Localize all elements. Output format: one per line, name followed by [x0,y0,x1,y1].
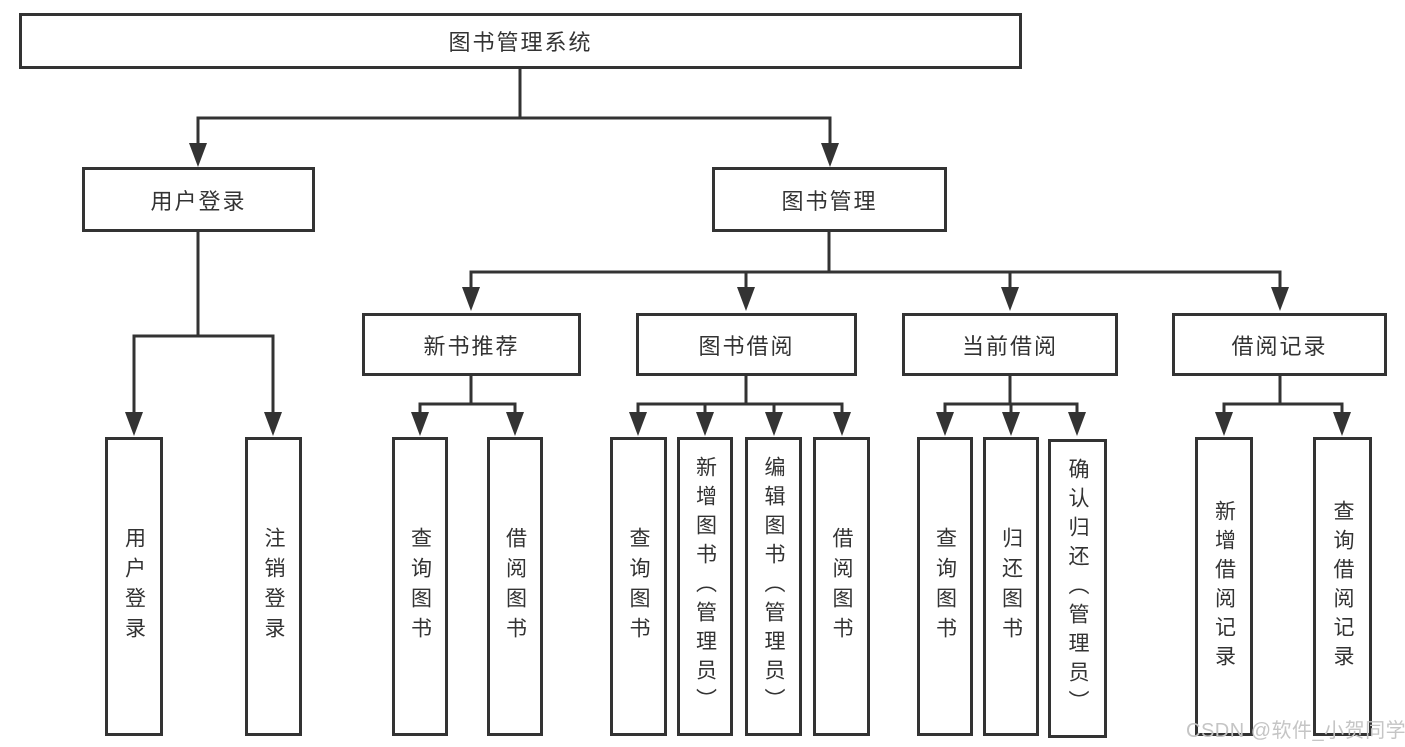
arrow-down-icon [1002,412,1020,436]
connector-borrow-records-branch [1215,376,1351,436]
node-label: 编辑图书（管理员） [762,456,785,717]
arrow-down-icon [821,143,839,167]
node-label: 归还图书 [999,526,1023,647]
node-book-borrow: 图书借阅 [636,313,857,376]
connector-book-borrow-branch [629,376,851,436]
arrow-down-icon [629,412,647,436]
arrow-down-icon [189,143,207,167]
node-label: 查询借阅记录 [1331,499,1354,674]
arrow-down-icon [1215,412,1233,436]
leaf-return-books: 归还图书 [983,437,1039,736]
arrow-down-icon [462,287,480,311]
node-label: 借阅记录 [1231,333,1328,359]
leaf-query-books: 查询图书 [610,437,667,736]
arrow-down-icon [1333,412,1351,436]
node-user-login: 用户登录 [82,167,315,232]
arrow-down-icon [264,412,282,436]
node-label: 新增借阅记录 [1212,499,1236,674]
arrow-down-icon [411,412,429,436]
arrow-down-icon [737,287,755,311]
leaf-add-borrow-record: 新增借阅记录 [1195,437,1253,736]
node-library-management-system: 图书管理系统 [19,13,1022,69]
node-label: 新增图书（管理员） [693,456,717,717]
leaf-edit-books-admin: 编辑图书（管理员） [745,437,802,736]
leaf-query-books: 查询图书 [917,437,973,736]
leaf-borrow-books: 借阅图书 [487,437,543,736]
node-label: 确认归还（管理员） [1066,458,1089,719]
node-label: 借阅图书 [503,526,527,647]
leaf-confirm-return-admin: 确认归还（管理员） [1048,439,1107,738]
arrow-down-icon [765,412,783,436]
node-label: 用户登录 [150,188,247,214]
node-label: 新书推荐 [423,333,520,359]
leaf-add-books-admin: 新增图书（管理员） [677,437,733,736]
node-label: 查询图书 [627,526,650,647]
node-label: 注销登录 [262,526,285,647]
node-label: 用户登录 [122,526,146,647]
node-current-borrow: 当前借阅 [902,313,1118,376]
connector-book-management-branch [462,232,1289,311]
connector-user-login-branch [125,232,282,436]
node-label: 查询图书 [408,526,432,647]
node-new-book-recommend: 新书推荐 [362,313,581,376]
connector-current-borrow-branch [936,376,1086,436]
node-borrow-records: 借阅记录 [1172,313,1387,376]
arrow-down-icon [1271,287,1289,311]
node-label: 图书管理 [781,188,878,214]
node-label: 图书借阅 [698,333,795,359]
connector-root-to-level2 [189,69,839,167]
leaf-user-login: 用户登录 [105,437,163,736]
leaf-query-borrow-record: 查询借阅记录 [1313,437,1372,736]
leaf-query-books: 查询图书 [392,437,448,736]
arrow-down-icon [1068,412,1086,436]
arrow-down-icon [506,412,524,436]
node-label: 图书管理系统 [448,30,593,55]
leaf-logout: 注销登录 [245,437,302,736]
node-book-management: 图书管理 [712,167,947,232]
watermark: CSDN @软件_小贺同学 [1186,720,1405,742]
arrow-down-icon [125,412,143,436]
arrow-down-icon [833,412,851,436]
arrow-down-icon [696,412,714,436]
node-label: 当前借阅 [961,333,1058,359]
node-label: 查询图书 [933,526,957,647]
node-label: 借阅图书 [830,526,853,647]
arrow-down-icon [1001,287,1019,311]
connector-new-book-recommend-branch [411,376,524,436]
arrow-down-icon [936,412,954,436]
leaf-borrow-books: 借阅图书 [813,437,870,736]
